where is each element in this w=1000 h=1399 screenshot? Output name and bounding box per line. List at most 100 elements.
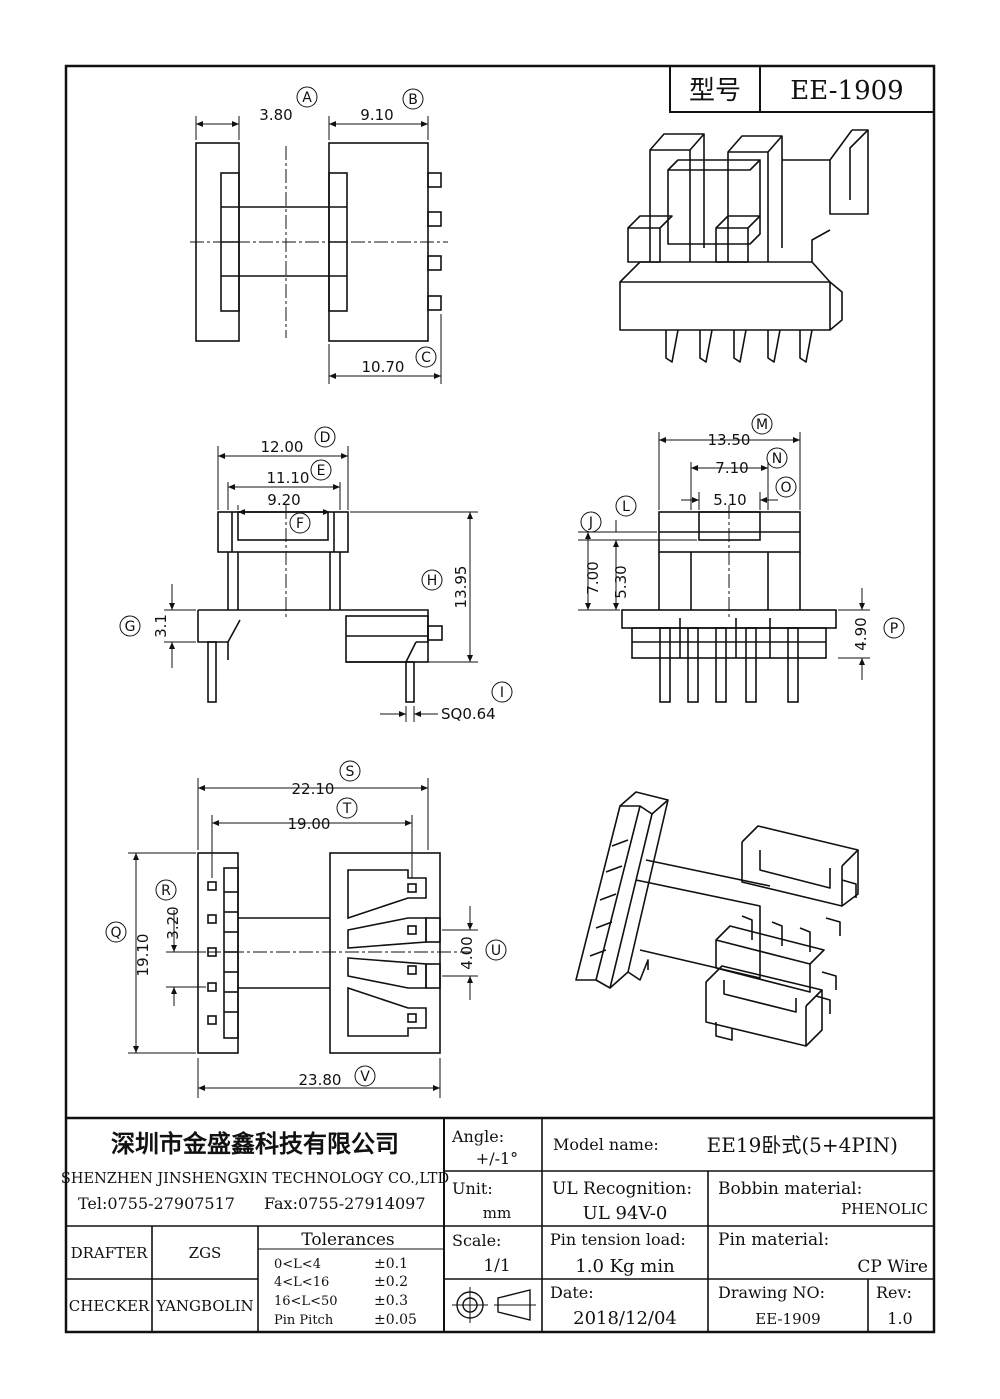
- checker-label: CHECKER: [69, 1297, 150, 1315]
- side-view-top: [190, 142, 448, 342]
- rev-value: 1.0: [887, 1309, 912, 1328]
- dim-b-value: 9.10: [360, 106, 393, 124]
- company-fax: Fax:0755-27914097: [264, 1194, 426, 1213]
- tolerances-title: Tolerances: [301, 1230, 394, 1250]
- svg-text:A: A: [302, 90, 312, 106]
- date-value: 2018/12/04: [573, 1308, 677, 1329]
- dims-view1: [195, 116, 442, 384]
- svg-text:F: F: [296, 516, 304, 532]
- svg-text:O: O: [780, 480, 791, 496]
- svg-text:T: T: [342, 801, 352, 817]
- dim-m-callout: M: [751, 413, 773, 435]
- angle-label: Angle:: [451, 1127, 504, 1146]
- dim-m-value: 13.50: [708, 431, 751, 449]
- drafter-value: ZGS: [189, 1244, 222, 1262]
- dim-q-value: 19.10: [134, 934, 152, 977]
- model-name-value: EE19卧式(5+4PIN): [707, 1133, 898, 1157]
- dim-e-callout: E: [310, 459, 332, 481]
- company-tel: Tel:0755-27907517: [78, 1194, 235, 1213]
- model-name-label: Model name:: [553, 1135, 659, 1154]
- dim-i-callout: I: [491, 681, 513, 703]
- isometric-view-bottom: [575, 791, 859, 1047]
- title-block-grid: [66, 1116, 934, 1332]
- scale-label: Scale:: [452, 1231, 501, 1250]
- dim-q-callout: Q: [105, 921, 127, 943]
- tolerance-range-4: Pin Pitch: [274, 1313, 334, 1328]
- dim-f-value: 9.20: [267, 491, 300, 509]
- tolerance-value-1: ±0.1: [374, 1256, 408, 1272]
- ul-recognition-label: UL Recognition:: [552, 1179, 692, 1199]
- dim-o-value: 5.10: [713, 491, 746, 509]
- tolerance-value-4: ±0.05: [374, 1312, 417, 1328]
- dim-p-callout: P: [883, 617, 905, 639]
- dim-d-value: 12.00: [261, 438, 304, 456]
- tolerance-range-3: 16<L<50: [274, 1294, 338, 1309]
- dim-g-callout: G: [119, 615, 141, 637]
- end-view: [621, 505, 837, 703]
- dim-g-value: 3.1: [152, 614, 170, 638]
- tolerance-range-2: 4<L<16: [274, 1275, 329, 1290]
- dim-a-callout: A: [296, 86, 318, 108]
- dims-view2: [164, 446, 478, 722]
- dim-l-callout: L: [615, 495, 637, 517]
- svg-text:V: V: [360, 1069, 370, 1085]
- dim-c-callout: C: [415, 346, 437, 368]
- dim-h-callout: H: [421, 569, 443, 591]
- dim-b-callout: B: [402, 88, 424, 110]
- dim-t-value: 19.00: [288, 815, 331, 833]
- dim-n-callout: N: [766, 447, 788, 469]
- bobbin-material-value: PHENOLIC: [841, 1200, 928, 1218]
- drawing-no-label: Drawing NO:: [718, 1283, 825, 1302]
- svg-text:R: R: [161, 883, 171, 899]
- dim-o-callout: O: [775, 476, 797, 498]
- svg-text:H: H: [427, 573, 438, 589]
- dim-v-callout: V: [354, 1065, 376, 1087]
- dim-e-value: 11.10: [267, 469, 310, 487]
- drafter-label: DRAFTER: [71, 1244, 149, 1262]
- pin-tension-value: 1.0 Kg min: [575, 1256, 675, 1277]
- pin-material-value: CP Wire: [857, 1257, 928, 1277]
- dim-p-value: 4.90: [852, 617, 870, 650]
- checker-value: YANGBOLIN: [155, 1297, 253, 1315]
- dim-t-callout: T: [336, 797, 358, 819]
- svg-text:J: J: [588, 515, 593, 531]
- svg-text:S: S: [346, 764, 355, 780]
- dim-a-value: 3.80: [259, 106, 292, 124]
- company-name-cn: 深圳市金盛鑫科技有限公司: [111, 1129, 399, 1158]
- dim-j-value: 7.00: [584, 561, 602, 594]
- dim-h-value: 13.95: [452, 566, 470, 609]
- svg-text:Q: Q: [110, 925, 121, 941]
- drawing-no-value: EE-1909: [755, 1310, 820, 1328]
- svg-text:B: B: [408, 92, 418, 108]
- svg-text:M: M: [756, 417, 768, 433]
- dim-l-value: 5.30: [612, 565, 630, 598]
- dim-u-callout: U: [485, 939, 507, 961]
- svg-text:U: U: [491, 943, 501, 959]
- model-header-value: EE-1909: [790, 76, 903, 106]
- ul-recognition-value: UL 94V-0: [583, 1203, 668, 1224]
- scale-value: 1/1: [483, 1256, 510, 1276]
- svg-text:D: D: [320, 430, 331, 446]
- front-view: [197, 505, 443, 703]
- svg-text:N: N: [772, 451, 782, 467]
- dims-view4: [128, 778, 478, 1098]
- dim-f-callout: F: [289, 512, 311, 534]
- bottom-view: [184, 852, 470, 1054]
- svg-text:P: P: [890, 621, 898, 637]
- tolerance-value-3: ±0.3: [374, 1293, 408, 1309]
- dim-i-value: SQ0.64: [441, 705, 496, 723]
- tolerance-range-1: 0<L<4: [274, 1257, 321, 1272]
- dim-s-callout: S: [339, 760, 361, 782]
- unit-value: mm: [483, 1204, 511, 1222]
- model-header-label: 型号: [689, 76, 741, 106]
- dim-s-value: 22.10: [292, 780, 335, 798]
- svg-text:G: G: [125, 619, 136, 635]
- pin-material-label: Pin material:: [718, 1230, 829, 1250]
- unit-label: Unit:: [452, 1179, 493, 1198]
- isometric-view-top: [619, 129, 869, 363]
- svg-text:L: L: [622, 499, 630, 515]
- pin-tension-label: Pin tension load:: [550, 1230, 686, 1249]
- svg-text:I: I: [500, 685, 504, 701]
- angle-value: +/-1°: [476, 1149, 518, 1168]
